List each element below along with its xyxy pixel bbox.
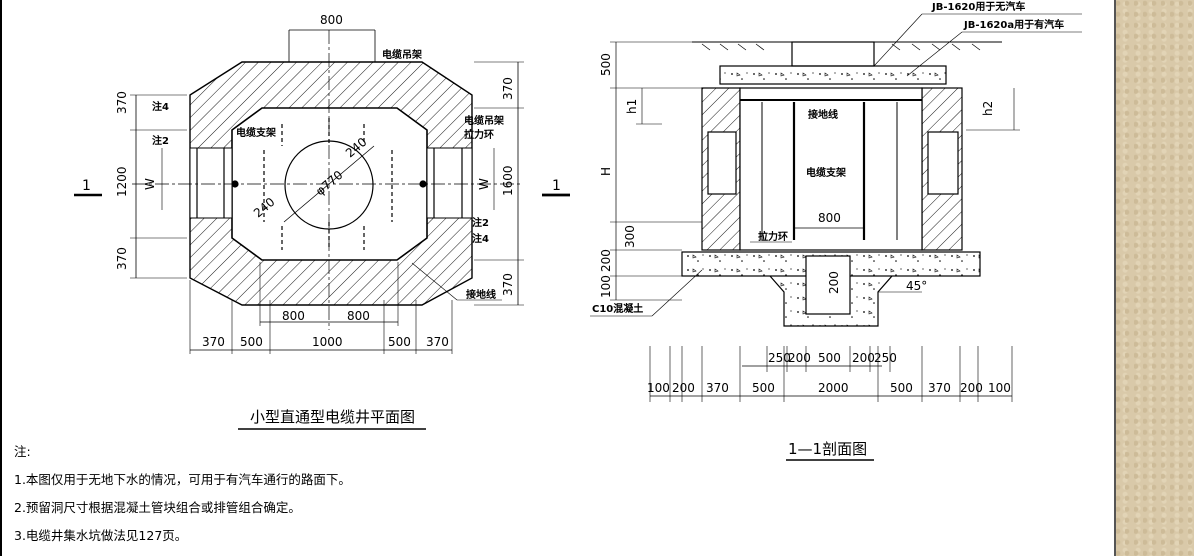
- dim-w-left: W: [143, 178, 157, 190]
- note-item-3: 3.电缆井集水坑做法见127页。: [14, 528, 187, 543]
- dim-bottom-4: 370: [426, 335, 449, 349]
- label-concrete: C10混凝土: [592, 302, 643, 315]
- dim-upper-0: 250: [768, 351, 791, 365]
- label-hanger: 电缆吊架: [382, 48, 422, 61]
- drawing-canvas: 800 370 1200 370 370 1600 370 W W 800 80…: [14, 0, 1082, 543]
- dim-bottom-0: 370: [202, 335, 225, 349]
- dim-lower-8: 100: [988, 381, 1011, 395]
- label-angle: 45°: [906, 279, 927, 293]
- dim-inner-left: 800: [282, 309, 305, 323]
- dim-lower-3: 500: [752, 381, 775, 395]
- dim-upper-4: 250: [874, 351, 897, 365]
- dim-sump: 200: [827, 271, 841, 294]
- dim-h1: h1: [625, 99, 639, 114]
- dim-lower-5: 500: [890, 381, 913, 395]
- label-ring: 拉力环: [464, 128, 494, 141]
- dim-w-right: W: [477, 178, 491, 190]
- dim-right-mid: 1600: [501, 165, 515, 196]
- plan-title: 小型直通型电缆井平面图: [250, 408, 415, 426]
- dim-left-top: 370: [115, 91, 129, 114]
- notes: 注: 1.本图仅用于无地下水的情况，可用于有汽车通行的路面下。 2.预留洞尺寸根…: [14, 444, 351, 543]
- dim-inner-right: 800: [347, 309, 370, 323]
- label-jb-top: JB-1620用于无汽车: [931, 0, 1025, 13]
- label-ground: 接地线: [466, 288, 496, 301]
- dim-upper-1: 200: [788, 351, 811, 365]
- label-support: 电缆支架: [236, 126, 276, 139]
- label-jb-car: JB-1620a用于有汽车: [963, 18, 1064, 31]
- note-item-1: 1.本图仅用于无地下水的情况，可用于有汽车通行的路面下。: [14, 472, 351, 487]
- dim-bottom-2: 1000: [312, 335, 343, 349]
- note-item-2: 2.预留洞尺寸根据混凝土管块组合或排管组合确定。: [14, 500, 301, 515]
- label-note4-right: 注4: [472, 232, 489, 245]
- dim-right-top: 370: [501, 77, 515, 100]
- dim-H: H: [599, 167, 613, 176]
- dim-top-opening: 800: [320, 13, 343, 27]
- dim-lower-7: 200: [960, 381, 983, 395]
- dim-300: 300: [623, 225, 637, 248]
- label-note2-right: 注2: [472, 216, 489, 229]
- dim-upper-2: 500: [818, 351, 841, 365]
- label-note4-left: 注4: [152, 100, 169, 113]
- dim-bottom-3: 500: [388, 335, 411, 349]
- dim-100: 100: [599, 275, 613, 298]
- dim-bottom-1: 500: [240, 335, 263, 349]
- label-section-support: 电缆支架: [806, 166, 846, 179]
- dim-left-bot: 370: [115, 247, 129, 270]
- notes-heading: 注:: [14, 444, 31, 459]
- dim-lower-6: 370: [928, 381, 951, 395]
- dim-lower-0: 100: [647, 381, 670, 395]
- label-hanger2: 电缆吊架: [464, 114, 504, 127]
- section-view: [542, 13, 1082, 461]
- dim-lower-1: 200: [672, 381, 695, 395]
- dim-upper-3: 200: [852, 351, 875, 365]
- section-title: 1—1剖面图: [788, 440, 867, 458]
- dim-left-mid: 1200: [115, 166, 129, 197]
- label-note2-left: 注2: [152, 134, 169, 147]
- dim-section-inner: 800: [818, 211, 841, 225]
- dim-h2: h2: [981, 101, 995, 116]
- label-section-ring: 拉力环: [758, 230, 788, 243]
- section-mark: 1: [552, 178, 561, 194]
- dim-lower-2: 370: [706, 381, 729, 395]
- label-section-ground: 接地线: [808, 108, 838, 121]
- drawing-sheet: 800 370 1200 370 370 1600 370 W W 800 80…: [0, 0, 1116, 556]
- plan-section-mark: 1: [82, 178, 91, 194]
- dim-200: 200: [599, 249, 613, 272]
- dim-section-top: 500: [599, 53, 613, 76]
- dim-right-bot: 370: [501, 273, 515, 296]
- section-texts: JB-1620用于无汽车 JB-1620a用于有汽车 500 h1 h2 H 3…: [552, 0, 1064, 458]
- background-texture: [1116, 0, 1194, 556]
- dim-lower-4: 2000: [818, 381, 849, 395]
- plan-view: [74, 29, 570, 430]
